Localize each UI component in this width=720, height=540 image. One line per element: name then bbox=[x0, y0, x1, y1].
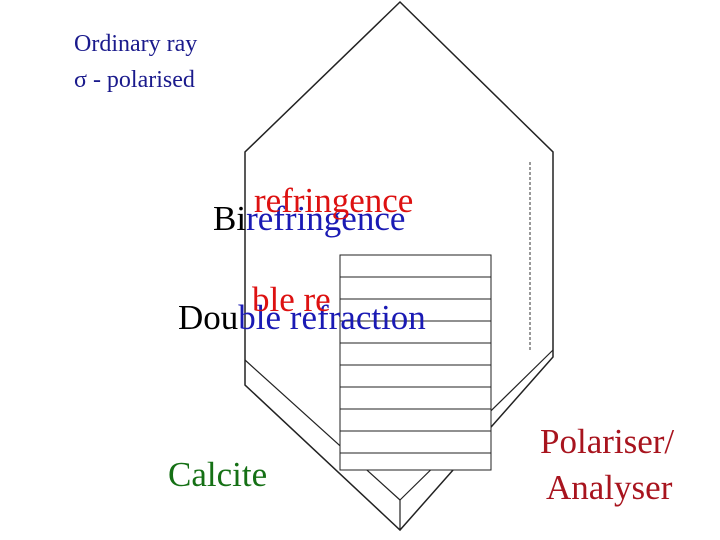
double-refraction-word: Double refraction bbox=[178, 300, 426, 335]
ordinary-ray-label: Ordinary ray bbox=[74, 31, 198, 57]
sigma-polarised-label: σ - polarised bbox=[74, 67, 195, 93]
dou-prefix: Dou bbox=[178, 298, 239, 337]
ble-refraction-blue: ble refraction bbox=[238, 298, 426, 337]
crystal-lower-face-left bbox=[244, 359, 401, 501]
refringence-blue: refringence bbox=[246, 199, 406, 238]
polariser-label: Polariser/ bbox=[540, 422, 675, 461]
calcite-label: Calcite bbox=[168, 455, 268, 494]
refringence-red-overlay: refringence bbox=[254, 181, 414, 220]
analyser-label: Analyser bbox=[546, 468, 673, 507]
birefringence-word: Birefringence bbox=[213, 201, 405, 236]
ble-re-red-overlay: ble re bbox=[252, 280, 331, 319]
bi-prefix: Bi bbox=[213, 199, 247, 238]
polariser-stack bbox=[339, 254, 492, 471]
